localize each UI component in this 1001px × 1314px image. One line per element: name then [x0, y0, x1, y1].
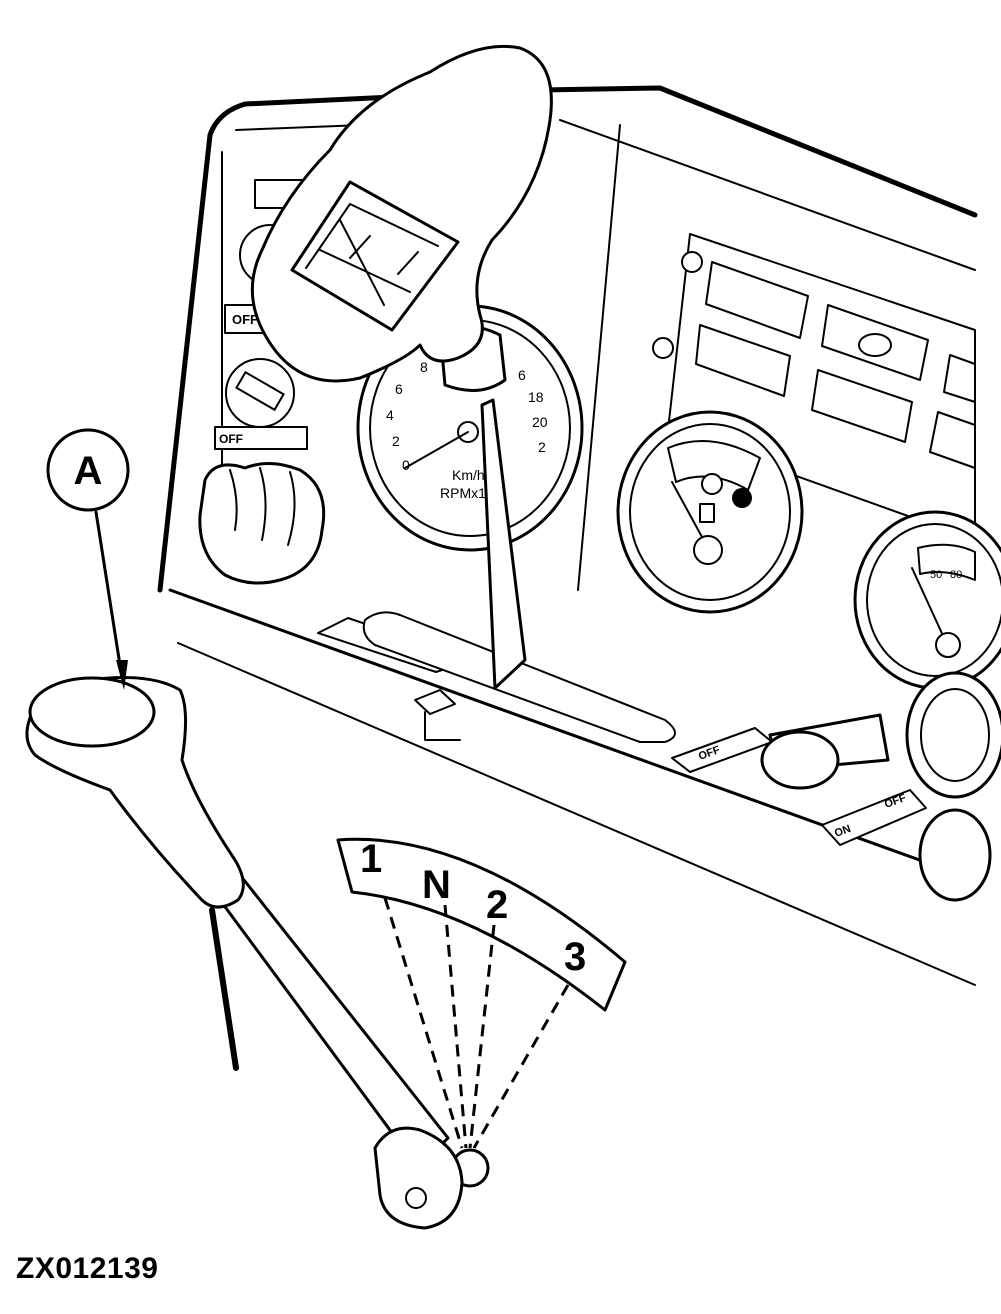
temperature-gauge: 50 80: [853, 510, 1001, 690]
temperature-tick-80: 80: [950, 569, 962, 581]
fuel-gauge: [616, 410, 804, 614]
speedometer-tick-8: 8: [420, 359, 428, 375]
shift-gate-quadrant: 1 N 2 3: [336, 837, 627, 1149]
callout-a-arrowhead: [116, 660, 128, 690]
speedometer-tick-6: 6: [395, 381, 403, 397]
off-plate-label: OFF: [232, 312, 258, 327]
battery-warning-light: [705, 261, 809, 339]
speedometer-tick-2: 2: [392, 433, 400, 449]
callout-a: A: [46, 428, 130, 690]
gear-position-3: 3: [564, 935, 586, 979]
speedometer-tick-0: 0: [402, 457, 410, 473]
speedometer-tick-outer-6: 6: [518, 367, 526, 383]
upper-control-lever: [250, 44, 553, 690]
speedometer-tick-outer-2: 2: [538, 439, 546, 455]
warning-light-panel: [652, 233, 976, 541]
ignition-plate-label: OFF: [219, 432, 243, 446]
console-slot: [317, 611, 676, 743]
callout-a-label: A: [74, 449, 103, 493]
gear-position-1: 1: [360, 837, 382, 881]
speedometer-tick-4: 4: [386, 407, 394, 423]
light-switch-knob: [198, 462, 326, 585]
speedometer-unit-kmh: Km/h: [452, 467, 485, 483]
coolant-temp-warning-light: [811, 369, 913, 443]
oil-pressure-warning-light: [695, 324, 791, 397]
on-label: ON: [833, 823, 853, 840]
speedometer-tick-20: 20: [532, 414, 548, 430]
on-off-switch-plate: [821, 789, 927, 846]
figure-id: ZX012139: [16, 1252, 159, 1285]
ignition-plate: [214, 426, 308, 450]
speedometer-tick-18: 18: [528, 389, 544, 405]
off-switch-plate: [671, 727, 773, 773]
gear-position-2: 2: [486, 883, 508, 927]
lever-a: [25, 676, 490, 1230]
right-lower-controls: OFF ON OFF: [671, 671, 1001, 902]
gear-position-n: N: [422, 863, 451, 907]
speedometer: 0 2 4 6 8 6 18 20 2 Km/h RPMx1: [356, 304, 584, 552]
lever-switch-pad: [290, 180, 460, 332]
speedometer-unit-rpm: RPMx1: [440, 485, 486, 501]
temperature-tick-50: 50: [930, 569, 942, 581]
